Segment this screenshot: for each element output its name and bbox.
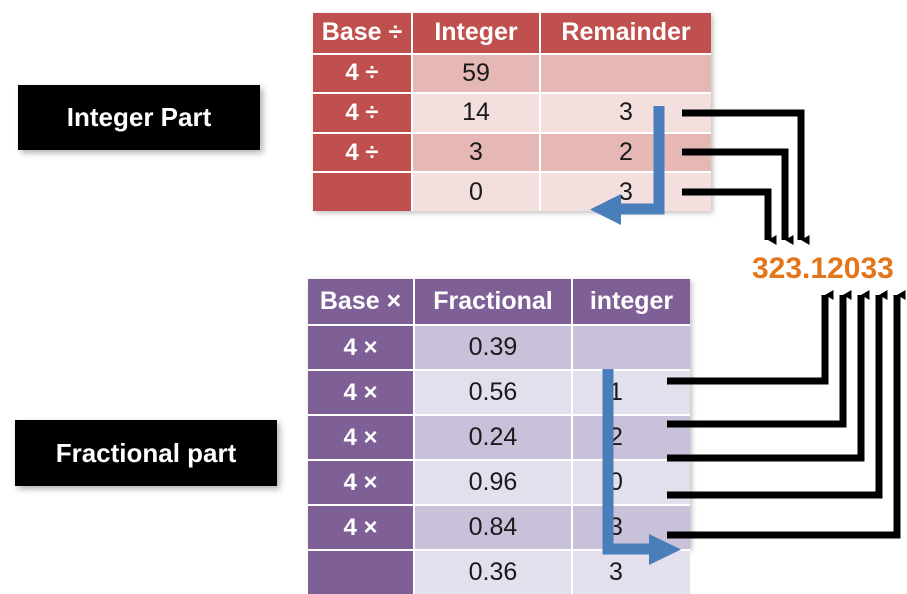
cell-remainder: 2 (541, 131, 711, 172)
cell-integer: 59 (413, 52, 541, 93)
cell-base: 4 ÷ (313, 92, 413, 132)
table-row: 4 × 0.24 2 (308, 414, 690, 459)
integer-part-label: Integer Part (18, 85, 260, 150)
cell-integer: 14 (413, 92, 541, 132)
header-base-divide: Base ÷ (313, 13, 413, 53)
cell-fractional: 0.84 (415, 504, 573, 549)
cell-fractional: 0.36 (415, 549, 573, 594)
cell-base: 4 ÷ (313, 131, 413, 172)
connector-integer-row4 (667, 290, 870, 462)
cell-integer: 0 (413, 171, 541, 211)
cell-integer: 3 (573, 504, 690, 549)
table-row: 0.36 3 (308, 549, 690, 594)
cell-fractional: 0.56 (415, 369, 573, 414)
cell-integer: 3 (413, 131, 541, 172)
result-value: 323.12033 (752, 252, 894, 285)
header-integer: Integer (413, 13, 541, 53)
header-fractional: Fractional (415, 279, 573, 324)
header-integer: integer (573, 279, 690, 324)
cell-fractional: 0.24 (415, 414, 573, 459)
cell-fractional: 0.39 (415, 324, 573, 369)
header-base-multiply: Base × (308, 279, 415, 324)
table-row: 4 × 0.56 1 (308, 369, 690, 414)
cell-base: 4 × (308, 459, 415, 504)
integer-part-label-text: Integer Part (66, 102, 212, 132)
fractional-multiplication-table: Base × Fractional integer 4 × 0.39 4 × 0… (308, 279, 690, 594)
cell-integer: 0 (573, 459, 690, 504)
cell-base: 4 × (308, 324, 415, 369)
cell-remainder: 3 (541, 92, 711, 132)
table-header-row: Base × Fractional integer (308, 279, 690, 324)
fractional-connector-group (667, 290, 906, 539)
cell-integer: 2 (573, 414, 690, 459)
cell-remainder (541, 52, 711, 93)
cell-base: 4 × (308, 369, 415, 414)
connector-integer-row3 (667, 290, 852, 428)
table-row: 4 × 0.84 3 (308, 504, 690, 549)
table-row: 4 ÷ 14 3 (313, 92, 711, 132)
cell-integer: 3 (573, 549, 690, 594)
header-remainder: Remainder (541, 13, 711, 53)
table-row: 4 × 0.96 0 (308, 459, 690, 504)
connector-integer-row5 (667, 290, 888, 499)
table-row: 4 ÷ 59 (313, 52, 711, 93)
table-row: 4 × 0.39 (308, 324, 690, 369)
cell-remainder: 3 (541, 171, 711, 211)
cell-integer (573, 324, 690, 369)
cell-fractional: 0.96 (415, 459, 573, 504)
cell-base (308, 549, 415, 594)
connector-integer-row2 (667, 290, 834, 385)
cell-base (313, 171, 413, 211)
cell-integer: 1 (573, 369, 690, 414)
fractional-part-label: Fractional part (15, 420, 277, 486)
table-row: 4 ÷ 3 2 (313, 131, 711, 172)
fractional-part-label-text: Fractional part (55, 437, 237, 468)
cell-base: 4 × (308, 504, 415, 549)
integer-division-table: Base ÷ Integer Remainder 4 ÷ 59 4 ÷ 14 3… (313, 13, 711, 211)
cell-base: 4 ÷ (313, 52, 413, 93)
table-row: 0 3 (313, 171, 711, 211)
cell-base: 4 × (308, 414, 415, 459)
table-header-row: Base ÷ Integer Remainder (313, 13, 711, 53)
connector-integer-row6 (667, 290, 906, 539)
